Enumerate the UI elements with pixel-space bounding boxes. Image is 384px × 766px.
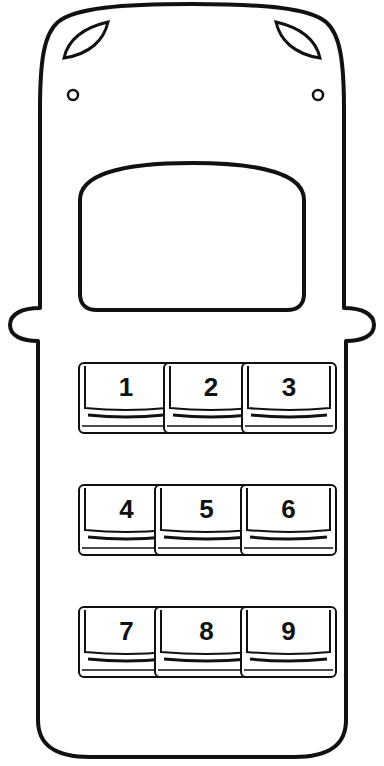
seat-frame (242, 363, 336, 433)
seat-box: 1 (78, 362, 174, 434)
headlight-left (64, 22, 108, 58)
seat-base (244, 669, 333, 671)
seat-cushion (88, 415, 164, 417)
seat-box: 3 (241, 362, 337, 434)
indicator-right (313, 90, 323, 100)
seat-cushion (250, 537, 327, 539)
seat-number: 3 (241, 371, 337, 403)
seat-base (245, 425, 333, 427)
seat-box: 9 (240, 606, 337, 678)
seat-base (82, 425, 170, 427)
indicator-left (68, 90, 78, 100)
seat-cushion (250, 659, 327, 661)
seat-frame (241, 485, 336, 555)
seat-frame (241, 607, 336, 677)
seat-frame (79, 363, 173, 433)
seat-cushion (251, 415, 327, 417)
seat-cushion (88, 659, 165, 661)
car-body (10, 4, 374, 757)
seat-number: 6 (240, 493, 337, 525)
seat-number: 9 (240, 615, 337, 647)
seat-cushion (173, 415, 249, 417)
headlight-right (276, 22, 320, 58)
windshield (80, 163, 304, 310)
seat-cushion (164, 659, 249, 661)
seat-box: 6 (240, 484, 337, 556)
seat-number: 1 (78, 371, 174, 403)
seat-base (244, 547, 333, 549)
seat-cushion (164, 537, 249, 539)
seat-cushion (88, 537, 165, 539)
